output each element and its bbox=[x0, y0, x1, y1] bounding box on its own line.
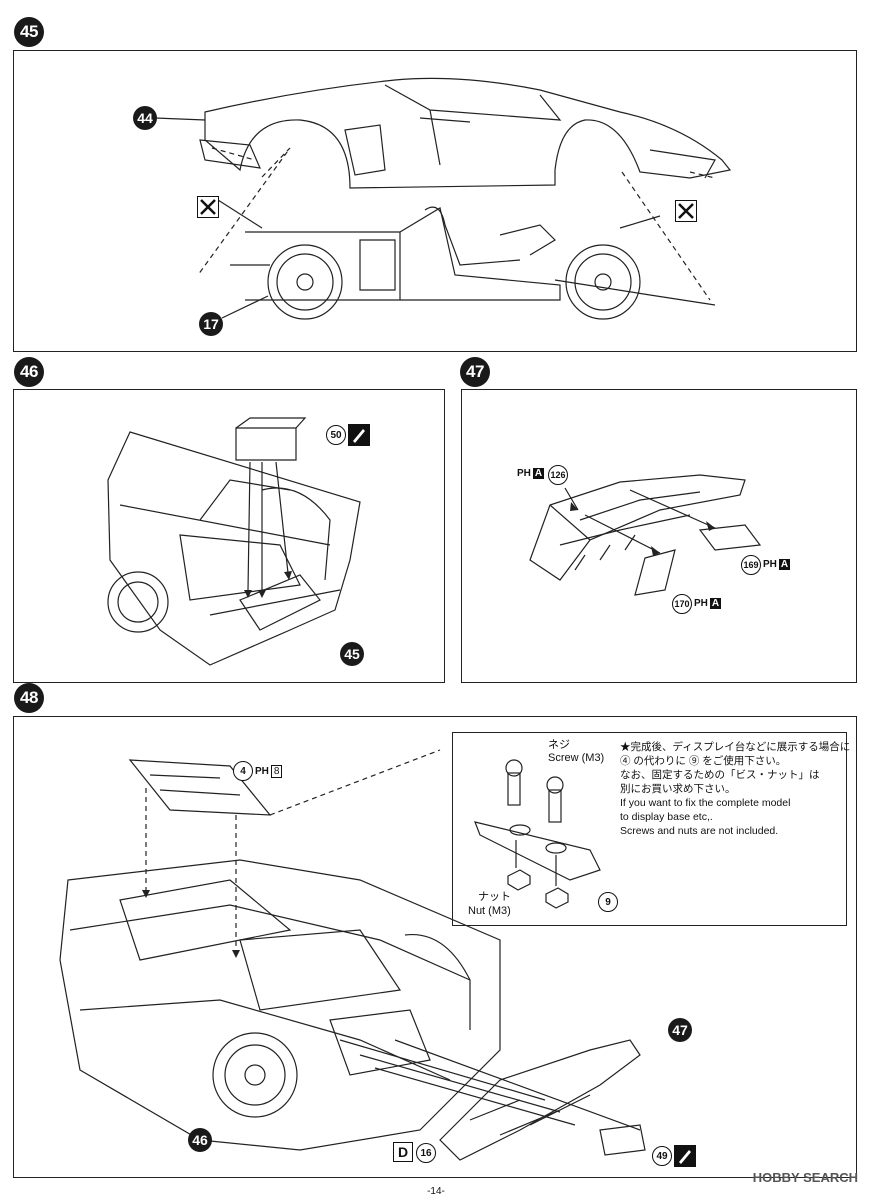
cement-icon bbox=[674, 1145, 696, 1167]
note-line: ④ の代わりに ⑨ をご使用下さい。 bbox=[620, 755, 787, 767]
runner-code: 8 bbox=[270, 765, 283, 778]
ref-step-44-badge: 44 bbox=[133, 106, 157, 130]
step-45-panel bbox=[13, 50, 857, 352]
screw-label-jp: ネジ bbox=[548, 739, 570, 751]
step-number-47: 47 bbox=[460, 357, 490, 387]
note-line: なお、固定するための「ビス・ナット」は bbox=[620, 769, 820, 781]
screw-inset-panel bbox=[452, 732, 847, 926]
part-number-9: 9 bbox=[598, 892, 618, 912]
step-number-48: 48 bbox=[14, 683, 44, 713]
ref-step-17-badge: 17 bbox=[199, 312, 223, 336]
ref-step-47-badge: 47 bbox=[668, 1018, 692, 1042]
display-base-note: ★完成後、ディスプレイ台などに展示する場合に ④ の代わりに ⑨ をご使用下さい… bbox=[620, 740, 850, 838]
note-line: 別にお買い求め下さい。 bbox=[620, 783, 736, 795]
ref-step-46-badge: 46 bbox=[188, 1128, 212, 1152]
ph-mark: PH bbox=[517, 468, 531, 479]
ref-step-45-badge: 45 bbox=[340, 642, 364, 666]
glue-icon bbox=[675, 200, 697, 222]
nut-label-jp: ナット bbox=[478, 891, 511, 903]
cement-icon bbox=[348, 424, 370, 446]
note-line: Screws and nuts are not included. bbox=[620, 825, 779, 837]
part-number-16: 16 bbox=[416, 1143, 436, 1163]
note-line: to display base etc,. bbox=[620, 811, 713, 823]
part-number-126: 126 bbox=[548, 465, 568, 485]
ph-mark: PH bbox=[763, 559, 777, 570]
watermark: HOBBY SEARCH bbox=[752, 1170, 858, 1185]
note-line: If you want to fix the complete model bbox=[620, 797, 791, 809]
nut-label-en: Nut (M3) bbox=[468, 905, 511, 917]
part-number-4: 4 bbox=[233, 761, 253, 781]
page-number: -14- bbox=[427, 1186, 445, 1197]
runner-code: A bbox=[709, 598, 722, 609]
part-number-49: 49 bbox=[652, 1146, 672, 1166]
step-46-panel bbox=[13, 389, 445, 683]
part-number-170: 170 bbox=[672, 594, 692, 614]
sub-assembly-d-label: D bbox=[393, 1142, 413, 1162]
runner-code: A bbox=[532, 468, 545, 479]
part-number-169: 169 bbox=[741, 555, 761, 575]
screw-label-en: Screw (M3) bbox=[548, 752, 605, 764]
step-number-46: 46 bbox=[14, 357, 44, 387]
part-number-50: 50 bbox=[326, 425, 346, 445]
ph-mark: PH bbox=[255, 766, 269, 777]
runner-code: A bbox=[778, 559, 791, 570]
step-number-45: 45 bbox=[14, 17, 44, 47]
note-line: ★完成後、ディスプレイ台などに展示する場合に bbox=[620, 741, 851, 753]
glue-icon bbox=[197, 196, 219, 218]
ph-mark: PH bbox=[694, 598, 708, 609]
step-47-panel bbox=[461, 389, 857, 683]
